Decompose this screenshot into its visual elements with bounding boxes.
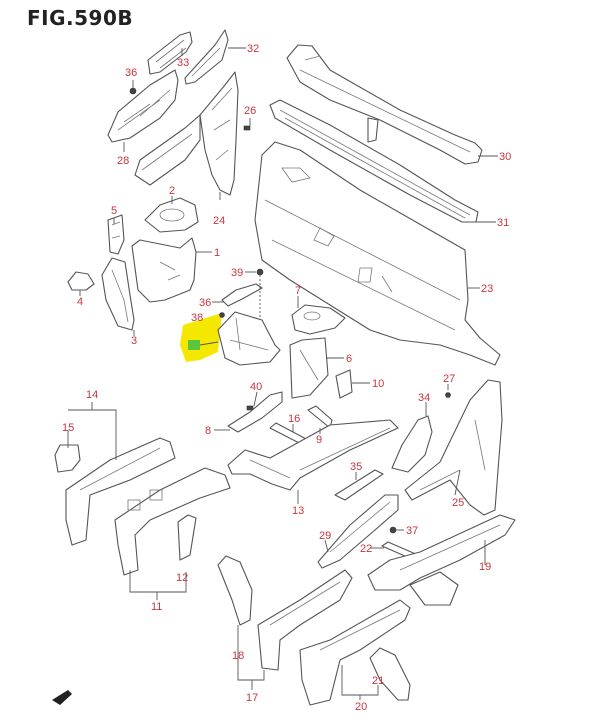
callout-13[interactable]: 13 — [292, 505, 304, 517]
bolt-39-icon[interactable] — [219, 312, 225, 318]
part-8[interactable] — [227, 391, 283, 433]
part-29[interactable] — [317, 494, 399, 569]
part-23[interactable] — [254, 141, 501, 366]
part-20[interactable] — [299, 599, 411, 706]
part-28[interactable] — [107, 69, 179, 143]
part-13[interactable] — [227, 419, 399, 491]
part-4[interactable] — [67, 271, 95, 291]
callout-36-top[interactable]: 36 — [125, 67, 137, 79]
callout-38[interactable]: 37 — [406, 525, 418, 537]
callout-1[interactable]: 1 — [214, 247, 220, 259]
part-tray[interactable] — [217, 311, 281, 366]
callout-19[interactable]: 19 — [479, 561, 491, 573]
callout-30[interactable]: 30 — [499, 151, 511, 163]
part-5[interactable] — [107, 214, 125, 255]
part-15[interactable] — [54, 444, 81, 473]
highlight-marker-icon — [188, 340, 200, 350]
callout-10[interactable]: 10 — [372, 378, 384, 390]
callout-26[interactable]: 26 — [244, 105, 256, 117]
part-12[interactable] — [177, 514, 197, 561]
leader-lines — [67, 47, 498, 700]
callout-4[interactable]: 4 — [77, 296, 83, 308]
callout-33[interactable]: 33 — [177, 57, 189, 69]
part-24[interactable] — [199, 71, 239, 196]
callout-16[interactable]: 16 — [288, 413, 300, 425]
figure-title: FIG.590B — [27, 6, 134, 30]
callout-27[interactable]: 27 — [443, 373, 455, 385]
callout-21[interactable]: 21 — [372, 675, 384, 687]
callout-31[interactable]: 31 — [497, 217, 509, 229]
callout-6[interactable]: 6 — [346, 353, 352, 365]
part-17[interactable] — [257, 569, 353, 671]
part-9[interactable] — [307, 405, 333, 429]
callout-40[interactable]: 39 — [231, 267, 243, 279]
callout-5[interactable]: 5 — [111, 205, 117, 217]
highlighted-part[interactable] — [180, 313, 222, 362]
callout-24[interactable]: 24 — [213, 215, 225, 227]
part-30[interactable] — [286, 44, 483, 165]
part-1[interactable] — [131, 237, 197, 303]
callout-34[interactable]: 34 — [418, 392, 430, 404]
bolt-27-icon[interactable] — [445, 392, 451, 398]
callout-labels: 33 32 36 28 26 24 30 31 23 2 5 1 4 3 39 … — [62, 43, 511, 713]
part-25[interactable] — [404, 379, 503, 516]
part-10[interactable] — [335, 369, 353, 399]
bolt-36-top-icon[interactable] — [129, 87, 137, 95]
part-31[interactable] — [269, 99, 479, 223]
front-direction-arrow-icon — [52, 690, 72, 705]
callout-39[interactable]: 38 — [191, 312, 203, 324]
part-11[interactable] — [114, 467, 231, 576]
clip-41-icon[interactable] — [246, 405, 254, 411]
part-19[interactable] — [367, 514, 516, 606]
part-7[interactable] — [291, 304, 346, 335]
callout-14[interactable]: 14 — [86, 389, 98, 401]
bolt-40-icon[interactable] — [256, 268, 264, 276]
callout-22[interactable]: 22 — [360, 543, 372, 555]
part-6[interactable] — [289, 337, 329, 399]
callout-28[interactable]: 28 — [117, 155, 129, 167]
callout-2[interactable]: 2 — [169, 185, 175, 197]
bolt-38-icon[interactable] — [389, 526, 397, 534]
callout-12[interactable]: 12 — [176, 572, 188, 584]
clip-26-icon[interactable] — [243, 125, 251, 131]
part-34[interactable] — [391, 415, 433, 473]
callout-3[interactable]: 3 — [131, 335, 137, 347]
callout-25[interactable]: 25 — [452, 497, 464, 509]
part-37[interactable] — [221, 283, 263, 307]
callout-15[interactable]: 15 — [62, 422, 74, 434]
callout-23[interactable]: 23 — [481, 283, 493, 295]
callout-11[interactable]: 11 — [151, 601, 162, 613]
part-14[interactable] — [65, 437, 176, 546]
callout-37[interactable]: 36 — [199, 297, 211, 309]
callout-20[interactable]: 20 — [355, 701, 367, 713]
callout-29[interactable]: 29 — [319, 530, 331, 542]
callout-18[interactable]: 18 — [232, 650, 244, 662]
callout-8[interactable]: 8 — [205, 425, 211, 437]
part-3[interactable] — [101, 257, 135, 331]
callout-41[interactable]: 40 — [250, 381, 262, 393]
callout-9[interactable]: 9 — [316, 434, 322, 446]
callout-17[interactable]: 17 — [246, 692, 258, 704]
part-35[interactable] — [334, 469, 384, 501]
part-32[interactable] — [184, 29, 229, 85]
part-18[interactable] — [217, 555, 253, 626]
callout-7[interactable]: 7 — [295, 285, 301, 297]
callout-32[interactable]: 32 — [247, 43, 259, 55]
part-2[interactable] — [144, 197, 199, 233]
part-21[interactable] — [369, 647, 411, 701]
part-33[interactable] — [147, 31, 193, 75]
part-apron-upper[interactable] — [134, 114, 201, 186]
callout-35[interactable]: 35 — [350, 461, 362, 473]
